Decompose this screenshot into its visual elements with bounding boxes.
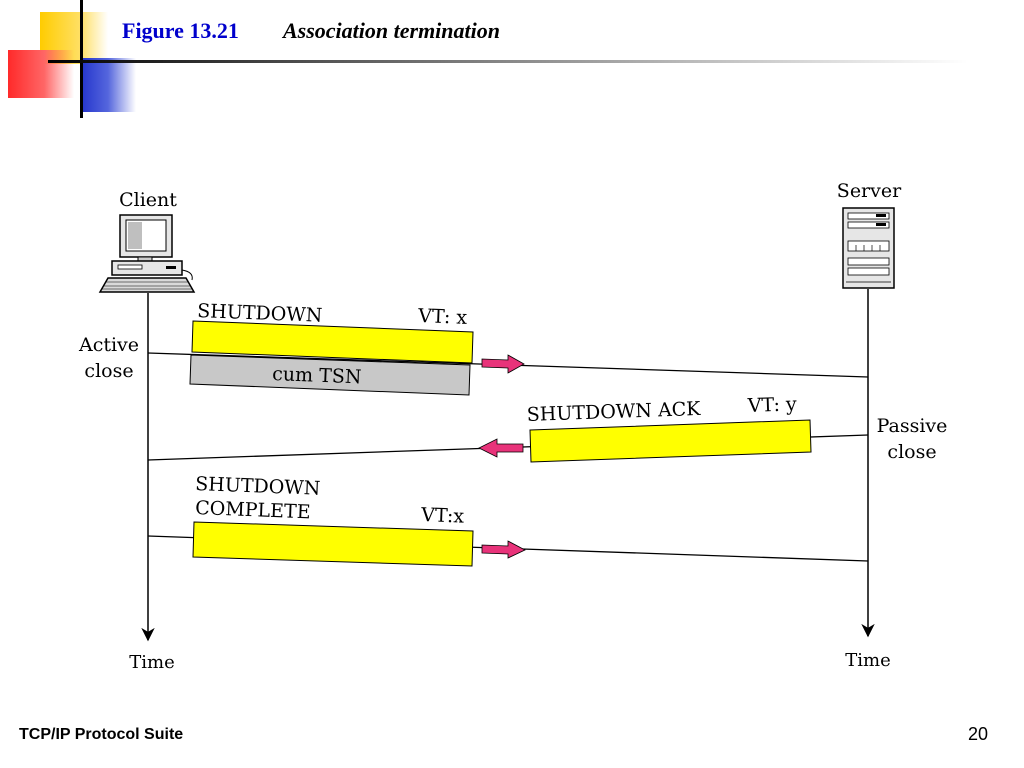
left-arrow-icon [478,438,524,458]
decorative-red-square [8,50,74,98]
shutdown-vt-label: VT: x [417,305,468,329]
shutdown-label: SHUTDOWN [197,300,323,327]
server-time-label: Time [845,650,890,671]
page-number: 20 [968,724,989,744]
shutdown-ack-label: SHUTDOWN ACK [526,398,701,426]
shutdown-complete-chunk-box [192,521,474,567]
shutdown-complete-message: SHUTDOWN COMPLETE VT:x [147,473,869,567]
decorative-blue-square [80,58,136,112]
shutdown-message: SHUTDOWN VT: x cum TSN [147,300,869,396]
shutdown-complete-vt-label: VT:x [420,504,465,528]
shutdown-ack-message: SHUTDOWN ACK VT: y [147,393,869,463]
decorative-vertical-line [80,0,83,118]
cum-tsn-label: cum TSN [272,363,362,388]
cum-tsn-field [189,354,471,396]
right-arrow-icon [481,354,525,374]
client-computer-icon [98,214,196,293]
figure-number: Figure 13.21 [122,18,239,43]
shutdown-ack-vt-label: VT: y [746,393,797,417]
shutdown-complete-label-line2: COMPLETE [195,497,311,523]
figure-title: Association termination [283,18,500,43]
passive-close-line2: close [887,441,936,463]
footer-suite-title: TCP/IP Protocol Suite [19,726,184,743]
header-rule [48,60,968,63]
server-icon [842,207,895,289]
active-close-line1: Active [78,334,139,356]
client-time-label: Time [129,652,174,673]
right-arrow-icon [481,540,526,559]
shutdown-ack-chunk-box [529,419,812,463]
active-close-line2: close [84,360,133,382]
shutdown-chunk-box [191,320,474,364]
shutdown-complete-label-line1: SHUTDOWN [195,473,321,500]
client-label: Client [119,189,177,211]
passive-close-line1: Passive [877,415,948,437]
server-label: Server [837,180,902,202]
